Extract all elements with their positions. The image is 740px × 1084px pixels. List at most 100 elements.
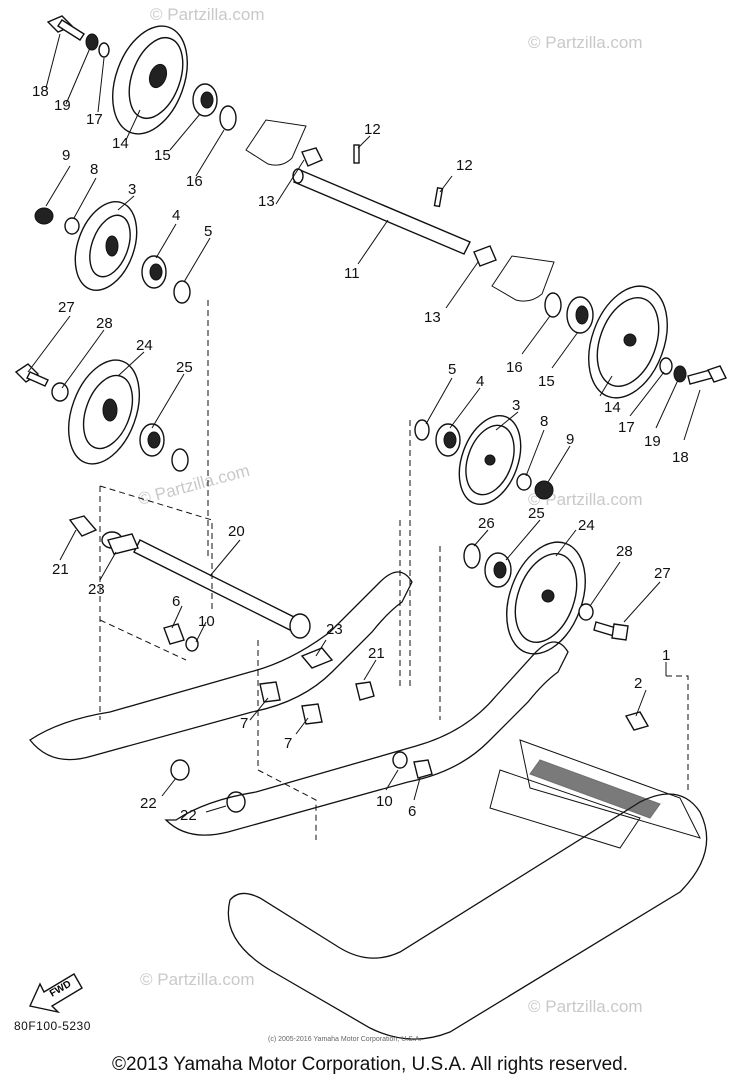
bracket-outline-b	[491, 255, 555, 302]
callout: 27	[654, 565, 671, 582]
bolt-27-right	[593, 621, 629, 641]
callout: 23	[326, 621, 343, 638]
callout: 6	[172, 593, 180, 610]
watermark: © Partzilla.com	[136, 461, 252, 509]
watermark: © Partzilla.com	[140, 970, 255, 989]
washer-28-right	[578, 603, 594, 621]
footer-copyright: ©2013 Yamaha Motor Corporation, U.S.A. A…	[112, 1054, 628, 1075]
callout: 21	[368, 645, 385, 662]
assembly-guides	[99, 300, 689, 840]
callout: 21	[52, 561, 69, 578]
callout: 7	[240, 715, 248, 732]
washer-8-left	[64, 217, 80, 235]
collar-6-left	[163, 623, 185, 645]
washer-8-right	[516, 473, 532, 491]
circlip-26-left	[171, 448, 189, 472]
washer-17-right	[659, 357, 673, 375]
callout: 6	[408, 803, 416, 820]
pin-12-b	[433, 186, 444, 208]
callout: 16	[186, 173, 203, 190]
track	[227, 739, 708, 1040]
bolt-18-right	[687, 365, 727, 385]
callout: 17	[86, 111, 103, 128]
circlip-5-right	[414, 419, 430, 441]
bearing-15-right	[566, 296, 594, 334]
callout: 3	[512, 397, 520, 414]
cap-22-a	[170, 759, 190, 781]
callout: 20	[228, 523, 245, 540]
bearing-25-left	[139, 423, 165, 457]
callout: 28	[616, 543, 633, 560]
callout: 16	[506, 359, 523, 376]
pin-12-a	[353, 144, 360, 164]
callout: 19	[644, 433, 661, 450]
bearing-25-right	[484, 552, 512, 588]
bolt-7-b	[301, 703, 323, 725]
bearing-4-left	[141, 255, 167, 289]
shaft-11	[292, 168, 471, 255]
forward-arrow-icon: FWD	[29, 973, 83, 1014]
callout: 1	[662, 647, 670, 664]
callout: 17	[618, 419, 635, 436]
drawing-code: 80F100-5230	[14, 1019, 91, 1033]
circlip-16-left	[219, 105, 237, 131]
bolt-7-a	[259, 681, 281, 703]
circlip-16-right	[544, 292, 562, 318]
callout: 27	[58, 299, 75, 316]
callout: 11	[344, 265, 360, 282]
callout: 22	[140, 795, 157, 812]
bearing-15-left	[192, 83, 218, 117]
callout: 25	[176, 359, 193, 376]
plate-23-left	[107, 533, 139, 555]
callout: 8	[90, 161, 98, 178]
callout: 9	[566, 431, 574, 448]
callout: 15	[154, 147, 171, 164]
callout: 18	[32, 83, 49, 100]
callout: 25	[528, 505, 545, 522]
callout: 3	[128, 181, 136, 198]
wheel-3-right	[458, 415, 522, 505]
callout: 24	[578, 517, 595, 534]
bolt-21-right	[355, 681, 375, 701]
nut-9-left	[34, 207, 54, 225]
callout: 14	[604, 399, 621, 416]
watermark: © Partzilla.com	[150, 5, 265, 24]
callout: 10	[198, 613, 215, 630]
slide-rail-right	[164, 641, 569, 836]
callout: 13	[424, 309, 441, 326]
callout-labels: 18 19 17 14 15 16 9 8 3 4 5 12 12 13 11 …	[32, 83, 689, 824]
wheel-14-right	[588, 285, 668, 399]
leader-lines	[27, 33, 701, 813]
bolt-21-left	[68, 515, 98, 537]
washer-17-left	[98, 42, 110, 58]
callout: 24	[136, 337, 153, 354]
callout: 12	[364, 121, 381, 138]
callout: 5	[448, 361, 456, 378]
small-copyright: (c) 2005-2016 Yamaha Motor Corporation, …	[268, 1036, 422, 1043]
washer-10-left	[185, 636, 199, 652]
callout: 8	[540, 413, 548, 430]
plate-23-right	[300, 647, 334, 669]
callout: 28	[96, 315, 113, 332]
washer-19-right	[673, 365, 687, 383]
wheel-24-left	[68, 359, 140, 465]
callout: 13	[258, 193, 275, 210]
slide-rail-left	[29, 571, 413, 761]
clip-2	[624, 711, 650, 731]
watermark: © Partzilla.com	[528, 33, 643, 52]
callout: 4	[172, 207, 180, 224]
callout: 14	[112, 135, 129, 152]
nut-9-right	[534, 480, 554, 500]
bolt-18-left	[46, 15, 85, 41]
washer-10-right	[392, 751, 408, 769]
callout: 22	[180, 807, 197, 824]
callout: 9	[62, 147, 70, 164]
collar-6-right	[413, 759, 433, 779]
callout: 26	[478, 515, 495, 532]
circlip-5-left	[173, 280, 191, 304]
callout: 4	[476, 373, 484, 390]
washer-19-left	[85, 33, 99, 51]
washer-28-left	[51, 382, 69, 402]
callout: 10	[376, 793, 393, 810]
